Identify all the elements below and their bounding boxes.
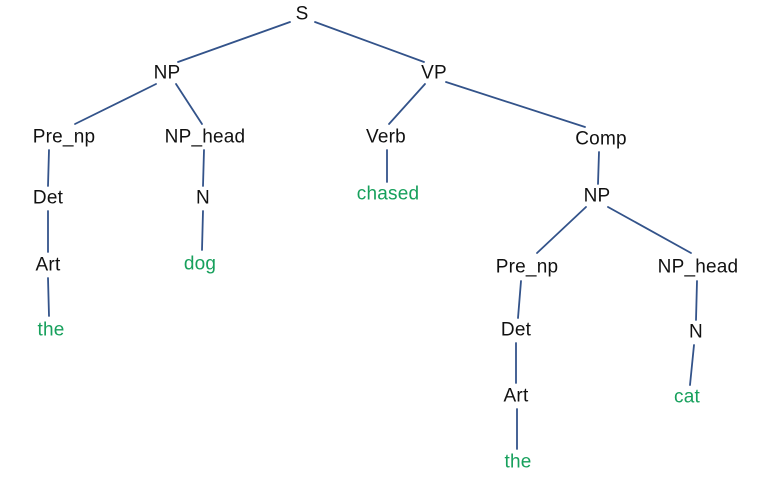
tree-edge-vp-to-verb	[388, 83, 426, 125]
tree-node-art1: Art	[35, 254, 61, 276]
tree-edge-art1-to-the1	[47, 277, 50, 317]
tree-node-n2: N	[689, 321, 703, 343]
tree-leaf-dog: dog	[183, 253, 217, 275]
tree-edge-comp-to-np2	[597, 151, 600, 185]
tree-leaf-the2: the	[504, 451, 532, 473]
tree-node-nphead1: NP_head	[164, 126, 246, 148]
tree-leaf-cat: cat	[674, 386, 700, 408]
tree-edge-np1-to-prenp1	[74, 83, 157, 125]
tree-node-prenp1: Pre_np	[32, 126, 96, 148]
tree-edge-np2-to-prenp2	[536, 206, 587, 254]
tree-node-comp: Comp	[575, 128, 627, 150]
tree-edge-np2-to-nphead2	[607, 206, 692, 254]
tree-edge-nphead2-to-n2	[695, 280, 698, 321]
tree-edge-n1-to-dog	[201, 210, 204, 251]
tree-leaf-chased: chased	[356, 183, 420, 205]
tree-edge-s-to-vp	[314, 21, 425, 63]
tree-node-n1: N	[196, 187, 210, 209]
tree-node-nphead2: NP_head	[657, 256, 739, 278]
tree-edge-prenp1-to-det1	[47, 149, 50, 187]
tree-edge-n2-to-cat	[689, 344, 695, 386]
tree-node-np2: NP	[583, 185, 611, 207]
tree-node-vp: VP	[421, 62, 447, 84]
tree-node-np1: NP	[153, 62, 181, 84]
tree-leaf-the1: the	[37, 319, 65, 341]
tree-node-prenp2: Pre_np	[495, 256, 559, 278]
tree-edge-np1-to-nphead1	[175, 83, 203, 125]
tree-node-det2: Det	[500, 319, 532, 341]
tree-edge-vp-to-comp	[445, 81, 586, 128]
tree-edge-s-to-np1	[177, 21, 291, 63]
tree-node-verb: Verb	[366, 126, 406, 148]
tree-node-art2: Art	[503, 385, 529, 407]
tree-node-det1: Det	[32, 187, 64, 209]
tree-edge-prenp2-to-det2	[517, 280, 522, 319]
tree-node-s: S	[295, 3, 309, 25]
tree-edge-nphead1-to-n1	[202, 149, 205, 187]
